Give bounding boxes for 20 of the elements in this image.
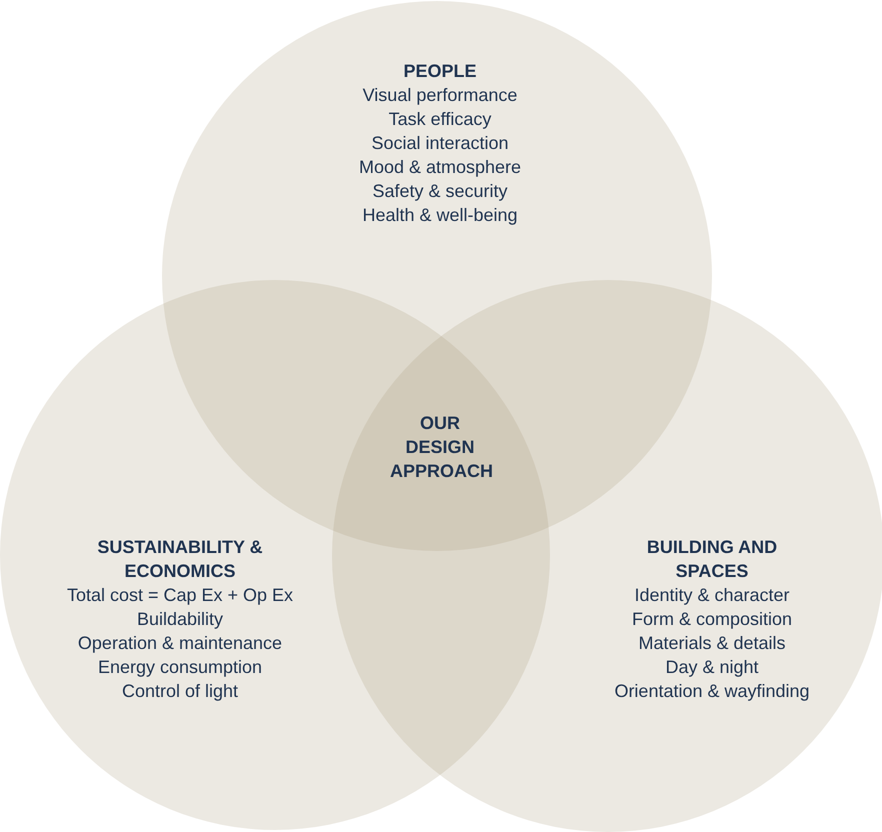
circle-item: Safety & security: [372, 180, 508, 203]
circle-item: Operation & maintenance: [78, 632, 282, 655]
circle-item: Control of light: [122, 680, 238, 703]
circle-item: Materials & details: [638, 632, 786, 655]
circle-item: Identity & character: [634, 584, 790, 607]
circle-item: Visual performance: [362, 84, 518, 107]
circle-item: Health & well-being: [362, 204, 518, 227]
circle-item: Energy consumption: [98, 656, 262, 679]
circle-item: Social interaction: [371, 132, 509, 155]
circle-item: Buildability: [136, 608, 224, 631]
circle-item: Form & composition: [632, 608, 792, 631]
circle-item: Day & night: [665, 656, 759, 679]
circle-heading: SUSTAINABILITY & ECONOMICS: [96, 536, 264, 583]
circle-item: Orientation & wayfinding: [614, 680, 810, 703]
circle-item: Task efficacy: [388, 108, 492, 131]
circle-item: Mood & atmosphere: [358, 156, 522, 179]
circle-item: Total cost = Cap Ex + Op Ex: [66, 584, 294, 607]
circle-heading: BUILDING AND SPACES: [646, 536, 778, 583]
center-label: OUR DESIGN APPROACH: [390, 412, 490, 483]
circle-heading: PEOPLE: [403, 60, 477, 83]
